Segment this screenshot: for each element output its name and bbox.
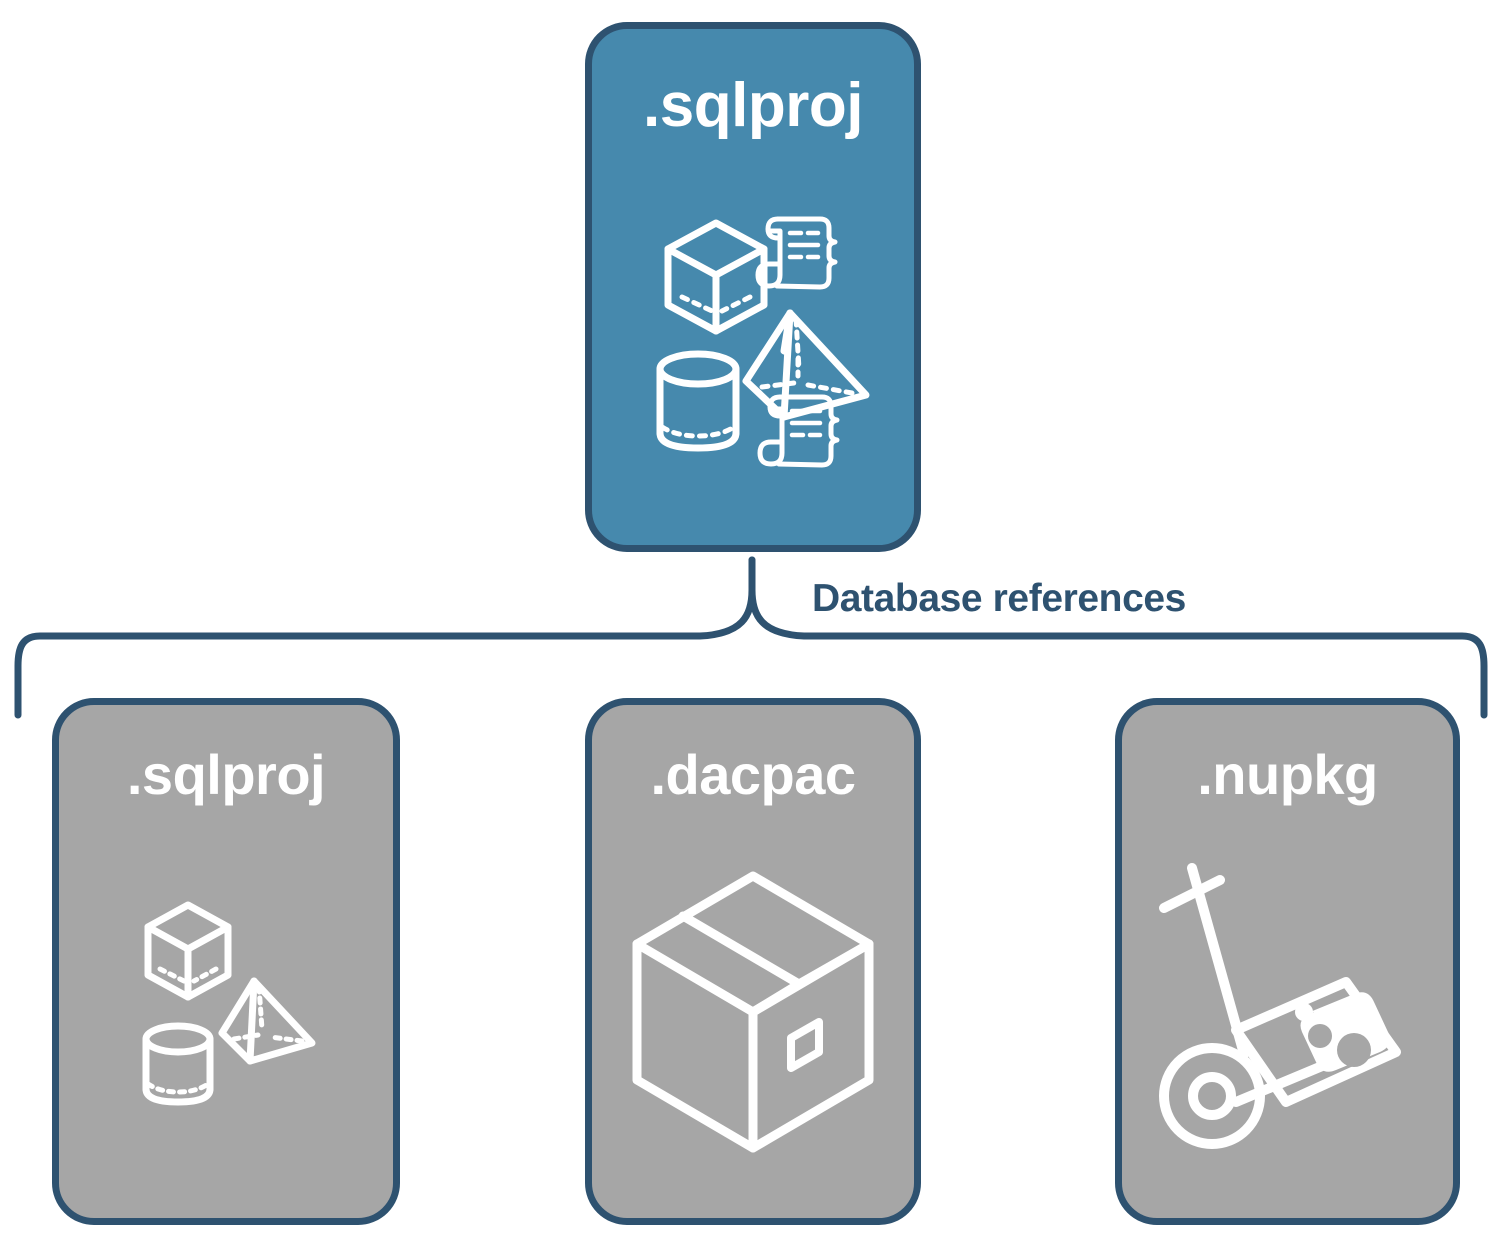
- card-title: .sqlproj: [126, 743, 326, 806]
- node-card-root-sqlproj[interactable]: .sqlproj: [585, 22, 921, 552]
- cube-wireframe-icon: [144, 901, 232, 1000]
- pyramid-wireframe-icon: [742, 309, 870, 421]
- card-title: .nupkg: [1197, 743, 1378, 806]
- node-card-child-nupkg[interactable]: .nupkg: [1115, 698, 1460, 1225]
- cylinder-wireframe-icon: [142, 1022, 214, 1105]
- cylinder-wireframe-icon: [656, 350, 740, 452]
- node-card-child-dacpac[interactable]: .dacpac: [585, 698, 921, 1225]
- pyramid-wireframe-icon: [218, 977, 316, 1064]
- shipping-box-icon: [632, 871, 874, 1152]
- card-artwork-child-dacpac: [592, 803, 914, 1218]
- card-artwork-child-sqlproj: [59, 803, 393, 1218]
- root-icon-group: [656, 216, 870, 468]
- child-sqlproj-icon-group: [142, 901, 316, 1105]
- scroll-icon: [757, 394, 840, 468]
- hand-truck-package-icon: [1158, 862, 1401, 1149]
- card-artwork-child-nupkg: [1122, 803, 1453, 1218]
- brace-left-arm: [14, 556, 756, 719]
- card-title: .sqlproj: [643, 71, 863, 140]
- scroll-icon: [755, 216, 838, 290]
- node-card-child-sqlproj[interactable]: .sqlproj: [52, 698, 400, 1225]
- card-artwork-root: [592, 137, 914, 545]
- cube-wireframe-icon: [664, 219, 768, 335]
- connector-label: Database references: [812, 577, 1186, 620]
- card-title: .dacpac: [650, 743, 856, 806]
